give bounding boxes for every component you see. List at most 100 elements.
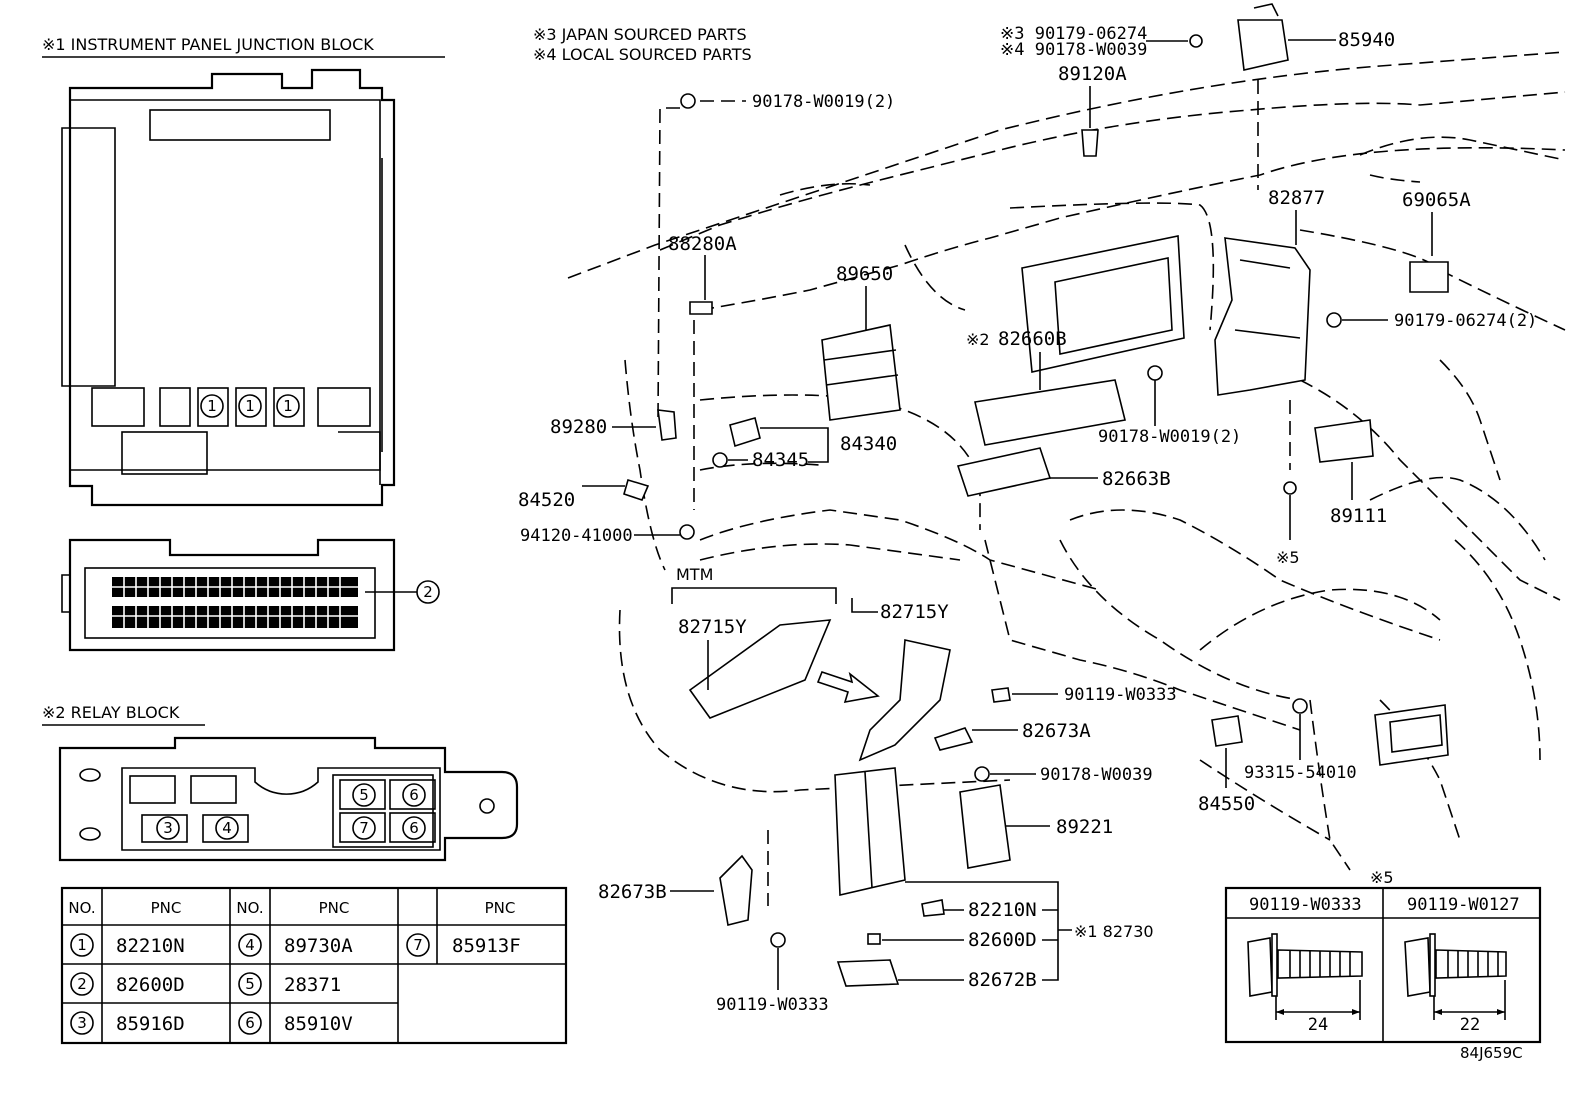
table-row1-no3: 7 [413,936,423,954]
label-89650: 89650 [836,263,893,285]
bolt-1-pnc: 90119-W0333 [1249,895,1362,915]
bolt-table-ref: ※5 [1370,868,1394,887]
table-row2-no: 2 [77,975,87,993]
table-row1-pnc: 82210N [116,935,185,957]
relay-circle-5-label: 5 [359,786,369,804]
table-header-pnc-1: PNC [151,899,182,917]
label-82715y-a: 82715Y [678,616,747,638]
part-82672b [836,959,900,987]
relay-circle-6b [402,816,426,840]
console-vent [1374,704,1449,766]
label-88280a: 88280A [668,233,737,255]
part-69065a [1409,261,1449,293]
table-row1-pnc3: 85913F [452,935,521,957]
label-82672b: 82672B [968,969,1037,991]
junction-block-title: ※1 INSTRUMENT PANEL JUNCTION BLOCK [42,35,374,54]
relay-circle-4-label: 4 [222,819,232,837]
arrow-icon [816,671,880,704]
part-82663b [956,447,1052,497]
screw-icon-ref5 [1283,481,1297,495]
label-90178-w0039-l: ※4 90178-W0039 [1000,40,1147,60]
label-82600d: 82600D [968,929,1037,951]
nut-icon-90178-w0019-top [680,93,696,109]
label-84550: 84550 [1198,793,1255,815]
part-82673a [933,727,974,751]
table-row1-no-circle [70,933,94,957]
part-82673b [719,854,753,926]
label-82660b-ref: ※2 [966,330,990,349]
table-header-pnc-3: PNC [485,899,516,917]
screw-icon-93315-54010 [1292,698,1308,714]
relay-block-title: ※2 RELAY BLOCK [42,703,180,722]
label-84340: 84340 [840,433,897,455]
part-82715y-a [688,619,832,719]
label-89111: 89111 [1330,505,1387,527]
part-85940 [1237,3,1336,71]
label-69065a: 69065A [1402,189,1471,211]
table-row3-no2-circle [238,1011,262,1035]
table-row2-no-circle [70,972,94,996]
bolt-icon-90119-w0333-b [770,932,786,948]
label-82877: 82877 [1268,187,1325,209]
note-local-sourced: ※4 LOCAL SOURCED PARTS [533,45,752,64]
junction-circle-1b-label: 1 [245,397,255,415]
part-82877 [1214,237,1311,396]
part-82730-junction-block [834,767,906,896]
label-90178-w0019-mid: 90178-W0019(2) [1098,427,1241,447]
junction-circle-1a [200,394,224,418]
label-94120-41000: 94120-41000 [520,526,633,546]
bolt-table: 90119-W0333 90119-W0127 24 22 [1224,886,1542,1044]
part-84550 [1211,715,1243,747]
relay-circle-3-label: 3 [163,819,173,837]
part-82600d [867,933,881,945]
label-82715y-b: 82715Y [880,601,949,623]
table-row2-pnc: 82600D [116,974,185,996]
label-90179-06274-2: 90179-06274(2) [1394,311,1537,331]
part-89120a [1081,129,1099,157]
dashboard-outline [567,51,1566,871]
part-89280 [657,409,677,441]
table-row2-pnc2: 28371 [284,974,341,996]
bolt-2-drawing [1404,933,1507,1020]
relay-circle-6a-label: 6 [409,786,419,804]
relay-circle-5 [352,783,376,807]
bolt-1-drawing [1247,933,1363,1020]
table-row2-no2-circle [238,972,262,996]
relay-circle-7-label: 7 [359,819,369,837]
label-84345: 84345 [752,449,809,471]
relay-circle-6b-label: 6 [409,819,419,837]
note-japan-sourced: ※3 JAPAN SOURCED PARTS [533,25,747,44]
nut-icon-90178-w0039 [974,766,990,782]
bolt-1-length: 24 [1308,1015,1328,1035]
table-row1-no2: 4 [245,936,255,954]
relay-circle-7 [352,816,376,840]
part-89111 [1314,419,1374,463]
relay-circle-4 [215,816,239,840]
label-85940: 85940 [1338,29,1395,51]
label-90179-06274-j: ※3 90179-06274 [1000,24,1147,44]
table-row3-no2: 6 [245,1014,255,1032]
part-89221 [959,784,1011,869]
display-screen [1021,235,1185,373]
table-header-no-2: NO. [236,899,263,917]
junction-circle-1a-label: 1 [207,397,217,415]
pnc-table: NO. PNC NO. PNC PNC 1 82210N 4 89730A 7 … [60,886,568,1045]
label-mtm: MTM [676,565,713,584]
bolt-2-length: 22 [1460,1015,1480,1035]
table-header-pnc-2: PNC [319,899,350,917]
table-row1-no3-circle [406,933,430,957]
label-89221: 89221 [1056,816,1113,838]
drawing-id: 84J659C [1460,1044,1523,1062]
label-90119-w0333-a: 90119-W0333 [1064,685,1177,705]
label-82730-ref: ※1 82730 [1074,922,1154,941]
table-row3-no-circle [70,1011,94,1035]
label-89120a: 89120A [1058,63,1127,85]
junction-circle-1c [276,394,300,418]
label-90119-w0333-b: 90119-W0333 [716,995,829,1015]
part-88280a [689,301,713,315]
table-row1-no2-circle [238,933,262,957]
relay-block-drawing: 3 4 5 6 7 6 [58,736,519,862]
nut-icon-94120-41000 [679,524,695,540]
bolt-2-pnc: 90119-W0127 [1407,895,1520,915]
